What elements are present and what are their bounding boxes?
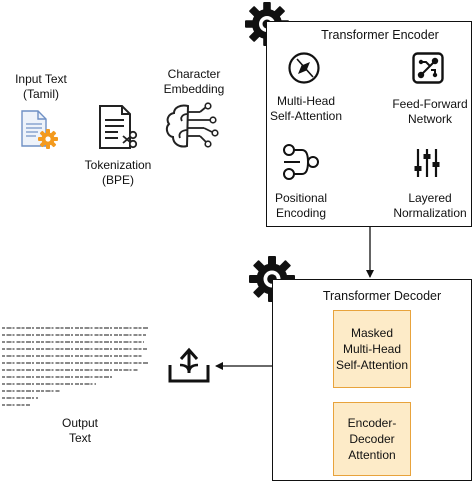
encoder-title: Transformer Encoder	[321, 28, 439, 42]
decoder-title: Transformer Decoder	[322, 289, 442, 303]
encoder-decoder-attention-box: Encoder- Decoder Attention	[333, 402, 411, 476]
output-tamil-text-block	[0, 324, 152, 414]
multi-head-attention-label: Multi-Head Self-Attention	[269, 94, 343, 123]
tamil-text-lines	[2, 327, 148, 406]
positional-encoding-icon	[283, 144, 319, 180]
compass-icon	[288, 52, 320, 84]
share-output-icon	[168, 347, 210, 383]
layered-normalization-label: Layered Normalization	[393, 191, 467, 220]
feed-forward-label: Feed-Forward Network	[392, 97, 468, 126]
circuit-icon	[412, 52, 444, 84]
character-embedding-label: Character Embedding	[163, 67, 225, 96]
tokenization-icon	[99, 105, 138, 149]
masked-attention-box: Masked Multi-Head Self-Attention	[333, 310, 411, 388]
output-text-label: Output Text	[61, 416, 99, 445]
neural-network-icon	[165, 102, 219, 148]
settings-gear-icon	[38, 129, 58, 149]
sliders-icon	[414, 149, 440, 177]
input-text-label: Input Text (Tamil)	[15, 72, 67, 101]
transformer-encoder-box	[266, 21, 472, 227]
tokenization-label: Tokenization (BPE)	[84, 158, 152, 187]
positional-encoding-label: Positional Encoding	[274, 191, 328, 220]
